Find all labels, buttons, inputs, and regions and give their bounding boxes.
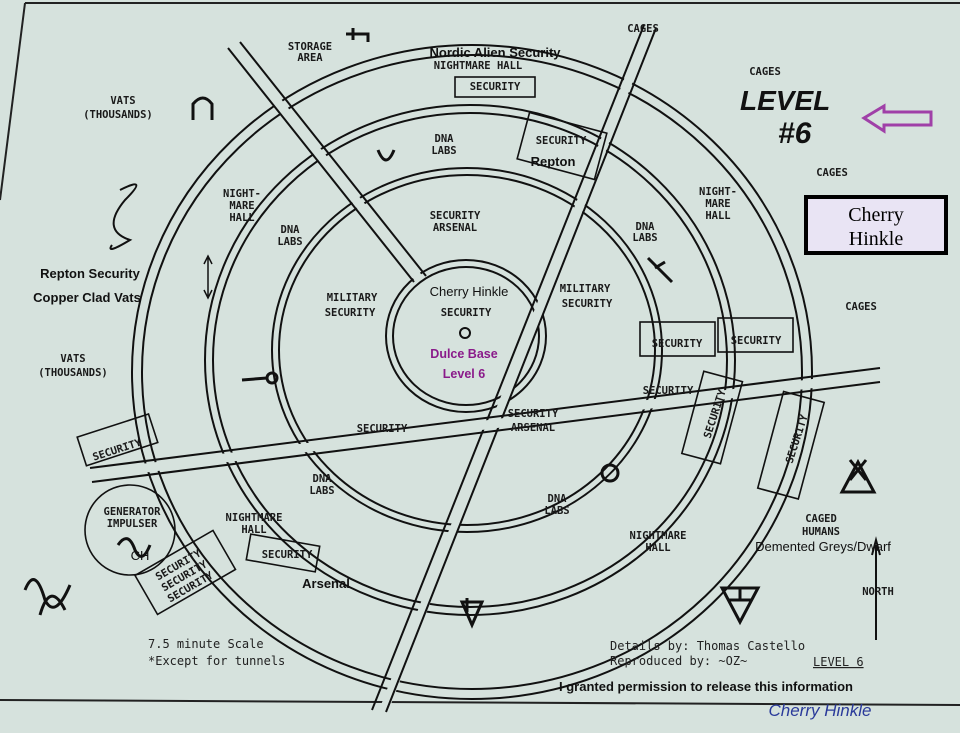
security-boxes <box>76 76 826 616</box>
label-repton-security: Repton Security <box>40 266 140 281</box>
center-name: Cherry Hinkle <box>430 284 509 299</box>
level-number: #6 <box>778 117 812 150</box>
key-glyph-icon <box>265 371 279 385</box>
name-box-line1: Cherry <box>848 204 904 226</box>
glyph-icons <box>23 28 881 640</box>
label-cages: CAGES <box>627 23 659 35</box>
permission-statement: I granted permission to release this inf… <box>559 679 853 694</box>
label-impulser: IMPULSER <box>107 518 158 530</box>
label-repton: Repton <box>531 154 576 169</box>
label-nightmare-hall-top: NIGHTMARE HALL <box>434 60 523 72</box>
label-military: MILITARY <box>327 292 378 304</box>
label-nightmare: NIGHTMARE <box>630 530 687 542</box>
label-security: SECURITY <box>325 307 376 319</box>
storage-glyph-icon <box>346 28 370 42</box>
details-credit: Details by: Thomas Castello <box>610 639 805 653</box>
label-hall: HALL <box>229 212 254 224</box>
name-box-line2: Hinkle <box>848 228 904 250</box>
paper-edge-bottom <box>0 699 960 706</box>
label-hall: HALL <box>645 542 670 554</box>
tent-glyph-icon <box>839 458 877 494</box>
label-night: NIGHT- <box>223 188 261 200</box>
label-cages: CAGES <box>816 167 848 179</box>
tunnels-note: *Except for tunnels <box>148 654 285 668</box>
label-security: SECURITY <box>536 135 587 147</box>
label-security: SECURITY <box>508 408 559 420</box>
label-labs: LABS <box>544 505 569 517</box>
scale-note: 7.5 minute Scale <box>148 637 264 651</box>
label-vats: VATS <box>110 95 135 107</box>
label-hall: HALL <box>705 210 730 222</box>
signature: Cherry Hinkle <box>769 701 872 720</box>
label-security: SECURITY <box>731 335 782 347</box>
label-security: SECURITY <box>357 423 408 435</box>
label-security: SECURITY <box>430 210 481 222</box>
label-security: SECURITY <box>652 338 703 350</box>
label-security: SECURITY <box>562 298 613 310</box>
label-dna: DNA <box>548 493 568 505</box>
label-labs: LABS <box>277 236 302 248</box>
label-hall: HALL <box>241 524 266 536</box>
label-caged: CAGED <box>805 513 837 525</box>
cup-glyph-icon <box>376 149 396 162</box>
label-arsenal: ARSENAL <box>511 422 555 434</box>
label-vats: VATS <box>60 353 85 365</box>
label-thousands: (THOUSANDS) <box>83 109 153 121</box>
arch-glyph-icon <box>191 96 214 120</box>
label-dna: DNA <box>281 224 301 236</box>
label-demented-greys: Demented Greys/Dwarf <box>755 539 891 554</box>
label-security: SECURITY <box>91 436 143 463</box>
level-heading: LEVEL <box>740 85 830 116</box>
label-cages: CAGES <box>749 66 781 78</box>
label-north: NORTH <box>862 586 894 598</box>
footer-level: LEVEL 6 <box>813 655 864 669</box>
label-military: MILITARY <box>560 283 611 295</box>
label-dna: DNA <box>636 221 656 233</box>
paper-edge <box>0 2 960 201</box>
double-arrow-icon <box>203 254 213 300</box>
serpent-icon <box>109 183 138 250</box>
inverted-triangle-glyph-icon <box>719 586 761 626</box>
label-mare: MARE <box>705 198 730 210</box>
reproduced-credit: Reproduced by: ~OZ~ <box>610 654 747 668</box>
center-base: Dulce Base <box>430 347 497 361</box>
wave-glyph-icon <box>23 578 72 616</box>
label-security: SECURITY <box>784 413 811 465</box>
label-thousands: (THOUSANDS) <box>38 367 108 379</box>
north-arrow-icon <box>871 536 881 640</box>
label-security: SECURITY <box>643 385 694 397</box>
rings <box>131 44 813 700</box>
center-security: SECURITY <box>441 307 492 319</box>
label-storage-area: AREA <box>297 52 323 64</box>
label-labs: LABS <box>431 145 456 157</box>
label-arsenal: ARSENAL <box>433 222 477 234</box>
name-box: Cherry Hinkle <box>804 195 948 255</box>
label-labs: LABS <box>632 232 657 244</box>
ladder-glyph-icon <box>646 256 674 284</box>
label-security: SECURITY <box>470 81 521 93</box>
label-generator: GENERATOR <box>104 506 162 518</box>
label-dna: DNA <box>435 133 455 145</box>
label-humans: HUMANS <box>802 526 840 538</box>
center-level: Level 6 <box>443 367 485 381</box>
label-cages: CAGES <box>845 301 877 313</box>
arrow-left-icon <box>861 103 933 134</box>
label-copper-clad-vats: Copper Clad Vats <box>33 290 141 305</box>
triangle-glyph-icon <box>459 598 485 629</box>
label-nordic-alien-security: Nordic Alien Security <box>430 45 562 60</box>
label-storage: STORAGE <box>288 41 332 53</box>
label-mare: MARE <box>229 200 254 212</box>
label-nightmare: NIGHTMARE <box>226 512 283 524</box>
label-night: NIGHT- <box>699 186 737 198</box>
label-labs: LABS <box>309 485 334 497</box>
label-dna: DNA <box>313 473 333 485</box>
impulser-glyph-icon <box>116 537 152 558</box>
label-arsenal-text: Arsenal <box>302 576 350 591</box>
target-glyph-icon <box>600 463 620 483</box>
label-security: SECURITY <box>262 549 313 561</box>
